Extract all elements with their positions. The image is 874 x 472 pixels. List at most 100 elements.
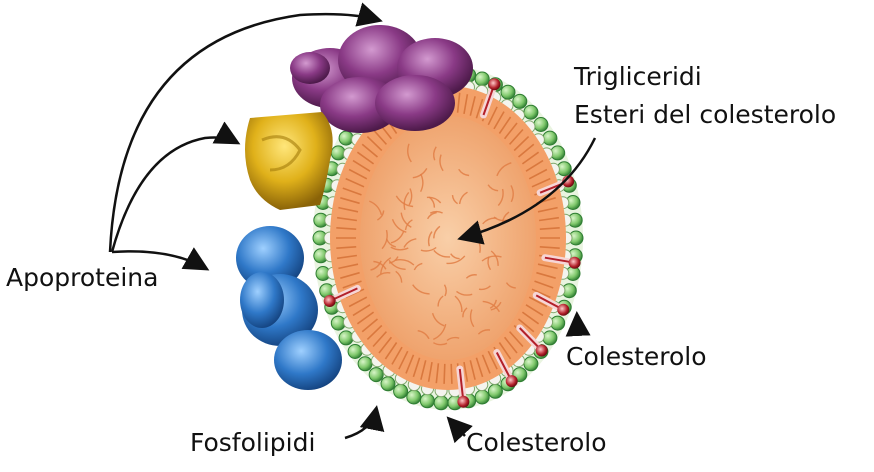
lipid-tail [338,263,359,270]
core-strand [490,250,499,266]
lipid-tail [348,296,368,308]
lipid-tail [539,246,560,249]
core-strand [426,196,442,204]
lipid-tail [537,206,558,213]
core-strand [426,211,437,220]
apoproteina-blue [236,226,342,390]
core-strand [395,195,414,208]
core-strand [388,259,406,270]
lipid-tail [378,336,393,354]
lipid-tail [517,318,535,333]
lipid-tail [481,354,491,374]
core-strand [377,210,385,221]
phospholipid-head [338,130,354,146]
phospholipid-head [380,376,396,392]
core-strand [419,173,424,193]
arrow-icon [108,2,383,253]
lipid-core [360,116,536,360]
core-strand [454,295,463,313]
core-strand [376,272,391,278]
phospholipid-head [419,393,435,409]
lipid-tail [336,227,357,230]
core-strand [391,218,407,233]
lipid-tail [469,96,476,116]
lipid-tail [427,361,433,382]
lipid-tail [361,143,379,158]
label-trigliceridi: Trigliceridi [574,62,702,91]
phospholipid-head [542,130,558,146]
core-strand [431,312,445,327]
lipid-tail [372,128,387,145]
lipid-tail [336,246,357,249]
lipid-tail [487,106,498,126]
lipid-tail [509,331,524,348]
phospholipid-head [512,93,528,109]
phospholipid-head [393,383,409,399]
lipid-tail [340,271,360,279]
apoproteina-yellow [245,112,333,210]
core-strand [390,246,409,251]
arrow-icon [110,121,241,253]
core-strand [496,162,512,177]
lipid-tail [509,128,524,145]
core-strand [446,336,460,342]
label-fosfolipidi: Fosfolipidi [190,428,316,457]
phospholipid-head [533,117,549,132]
label-apoproteina: Apoproteina [6,263,159,292]
cholesterol-molecule [541,254,581,269]
lipid-tail [384,342,398,360]
core-strand [428,196,436,208]
lipid-tail [517,143,535,158]
lipid-tail [487,350,498,370]
lipid-tail [531,288,551,299]
core-strand [450,253,460,260]
phospholipid-head [474,389,490,405]
lipid-tail [366,324,383,340]
core-strand [373,260,387,270]
lipid-tail [420,360,427,380]
arrow-icon [344,405,385,440]
cholesterol-molecule [532,291,570,316]
core-strand [380,257,392,275]
label-colesterolo-right: Colesterolo [566,342,707,371]
apoproteina-purple [290,25,473,133]
core-strand [403,191,410,210]
lipid-tail [534,280,554,289]
lipid-tail [342,280,362,289]
phospholipid-head [487,383,503,399]
cholesterol-molecule [516,324,548,357]
lipid-tail [498,116,512,134]
lipid-tail [503,336,518,354]
phospholipid-head [338,330,354,346]
lipid-tail [356,311,375,325]
lipid-tail [398,350,409,370]
core-strand [451,195,458,205]
core-strand [481,255,502,262]
lipid-tail [356,151,375,165]
core-strand [433,225,441,239]
core-strand [487,184,499,192]
core-strand [465,274,477,279]
phospholipid-head [368,367,384,383]
annotation-arrows [108,2,597,444]
lipid-tail [391,346,403,365]
core-strand [458,168,470,177]
core-strand [433,342,448,346]
label-esteri-colesterolo: Esteri del colesterolo [574,100,837,129]
core-strand [432,323,447,341]
lipid-tail [525,159,544,172]
cholesterol-molecule [493,349,518,388]
lipid-tail [525,304,544,317]
core-strand [497,188,504,206]
core-strand [390,230,405,244]
lipid-tail [513,136,530,152]
core-strand [489,299,497,309]
core-strand [420,246,437,252]
lipid-tail [405,354,415,374]
core-strand [443,284,447,297]
lipid-tail [521,151,540,165]
lipid-tail [536,271,556,279]
core-strand [478,285,491,291]
label-colesterolo-bottom: Colesterolo [466,428,607,457]
core-strand [458,191,468,205]
